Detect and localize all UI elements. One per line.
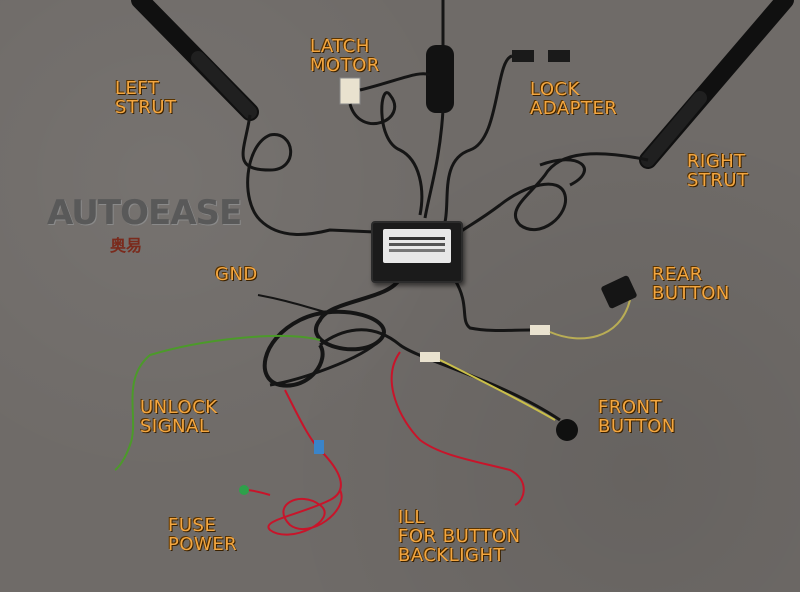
ill-wire: [390, 351, 525, 506]
unlock-signal-wire: [114, 334, 321, 471]
left-strut: [131, 0, 376, 236]
fuse-power-wire: [239, 389, 343, 536]
control-module: [371, 221, 463, 283]
brand-watermark: AUTOEASE: [47, 193, 242, 233]
label-gnd: GND: [215, 264, 258, 285]
brand-watermark-sub: 奥易: [110, 236, 143, 255]
front-button: [439, 359, 578, 441]
control-module-label: [383, 229, 451, 263]
latch-motor: [339, 0, 454, 219]
rear-button: [453, 275, 637, 340]
right-strut: [459, 0, 794, 234]
lock-adapter: [443, 50, 570, 223]
main-harness: [257, 276, 561, 422]
